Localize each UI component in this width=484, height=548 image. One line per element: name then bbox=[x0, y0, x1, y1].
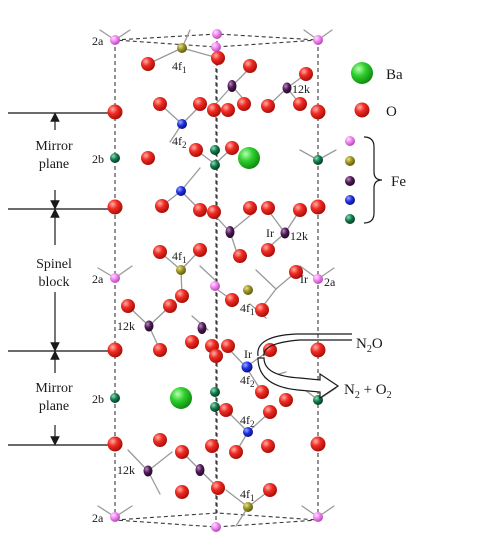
label-4f2-low: 4f2 bbox=[240, 373, 255, 389]
site-labels: 2a 4f1 12k 4f2 2b Ir 12k 4f1 2a Ir 2a 4f… bbox=[92, 34, 336, 525]
legend-fe-2a-swatch bbox=[345, 136, 355, 146]
mirror-top-line2: plane bbox=[39, 157, 69, 172]
reaction-arrows: N2O N2 + O2 bbox=[257, 333, 392, 401]
legend-fe-12k-swatch bbox=[345, 176, 355, 186]
mirror-top-line1: Mirror bbox=[35, 139, 73, 154]
label-4f1-mid2: 4f1 bbox=[240, 301, 255, 317]
label-2a-top: 2a bbox=[92, 34, 104, 48]
label-4f1-mid: 4f1 bbox=[172, 249, 187, 265]
label-4f1-top: 4f1 bbox=[172, 59, 187, 75]
legend-ba-swatch bbox=[351, 62, 373, 84]
fe-12k-atoms bbox=[143, 80, 292, 477]
label-2a-right-mid: 2a bbox=[324, 275, 336, 289]
reaction-arrow-in bbox=[263, 339, 352, 357]
spinel-line2: block bbox=[38, 275, 69, 290]
spinel-line1: Spinel bbox=[36, 257, 72, 272]
mirror-bottom-line1: Mirror bbox=[35, 381, 73, 396]
label-4f2-low2: 4f2 bbox=[240, 413, 255, 429]
label-12k-mid: 12k bbox=[290, 229, 308, 243]
mirror-bottom-line2: plane bbox=[39, 399, 69, 414]
fe-4f2-atoms bbox=[176, 119, 253, 437]
label-2a-bottom: 2a bbox=[92, 511, 104, 525]
label-ir-top: Ir bbox=[266, 226, 274, 240]
label-12k-bottom: 12k bbox=[117, 463, 135, 477]
barium-atoms bbox=[170, 147, 260, 409]
label-12k-left: 12k bbox=[117, 319, 135, 333]
region-labels: Mirror plane Spinel block Mirror plane bbox=[35, 139, 73, 414]
label-4f1-bottom: 4f1 bbox=[240, 487, 255, 503]
fe-2a-atoms bbox=[110, 29, 323, 532]
legend-o-label: O bbox=[386, 104, 397, 120]
label-2b-bottom: 2b bbox=[92, 392, 104, 406]
ir-dopant-atom bbox=[241, 361, 253, 373]
label-ir-low: Ir bbox=[244, 347, 252, 361]
label-4f2-a: 4f2 bbox=[172, 134, 187, 150]
label-ir-right: Ir bbox=[300, 272, 308, 286]
legend-fe-2b-swatch bbox=[345, 214, 355, 224]
label-12k-top: 12k bbox=[292, 82, 310, 96]
label-2b-top: 2b bbox=[92, 152, 104, 166]
oxygen-atoms bbox=[107, 51, 326, 499]
label-2a-left-mid: 2a bbox=[92, 272, 104, 286]
reaction-output: N2 + O2 bbox=[344, 382, 392, 401]
legend-ba-label: Ba bbox=[386, 67, 403, 83]
reaction-input: N2O bbox=[356, 336, 383, 355]
legend-fe-4f1-swatch bbox=[345, 156, 355, 166]
legend: Ba O Fe bbox=[345, 62, 406, 224]
legend-fe-label: Fe bbox=[391, 174, 406, 190]
legend-fe-4f2-swatch bbox=[345, 195, 355, 205]
legend-fe-brace bbox=[363, 136, 383, 224]
fe-2b-atoms bbox=[110, 145, 323, 412]
reaction-arrow-out bbox=[257, 357, 340, 400]
legend-o-swatch bbox=[354, 102, 370, 118]
fe-4f1-atoms bbox=[176, 43, 253, 512]
layer-lines bbox=[8, 112, 112, 446]
